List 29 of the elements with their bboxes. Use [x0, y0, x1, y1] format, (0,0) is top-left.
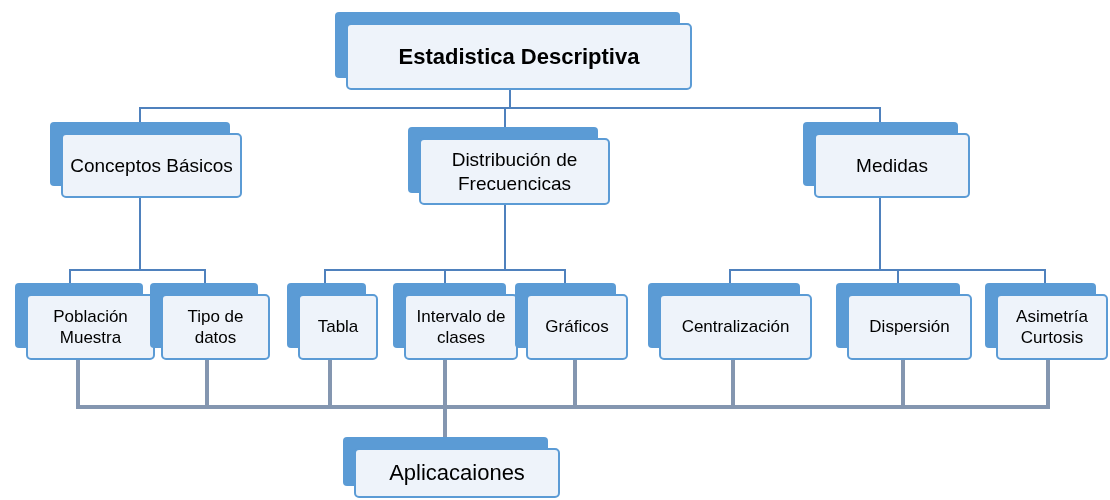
process-box	[15, 283, 155, 360]
box-label: Tipo de datos	[186, 305, 245, 349]
connector-line	[879, 197, 1046, 284]
connector-line	[139, 197, 206, 284]
process-box	[335, 12, 692, 90]
process-box	[836, 283, 972, 360]
connector-line	[504, 204, 566, 284]
process-box	[408, 127, 610, 205]
process-box	[515, 283, 628, 360]
process-box	[50, 122, 242, 198]
box-label: Centralización	[681, 316, 790, 338]
process-box	[985, 283, 1108, 360]
process-box	[648, 283, 812, 360]
box-label: Dispersión	[869, 316, 950, 338]
box-label: Distribución de Frecuencicas	[450, 147, 579, 196]
process-box	[150, 283, 270, 360]
box-label: Conceptos Básicos	[70, 153, 233, 178]
box-label: Estadistica Descriptiva	[398, 42, 640, 71]
process-box	[343, 437, 560, 498]
process-box	[393, 283, 518, 360]
process-box	[287, 283, 378, 360]
box-label: Intervalo de clases	[415, 305, 507, 349]
box-label: Aplicacaiones	[389, 459, 525, 487]
box-label: Población Muestra	[52, 305, 129, 349]
box-label: Medidas	[856, 153, 928, 178]
box-label: Gráficos	[545, 316, 609, 338]
box-label: Tabla	[317, 316, 359, 338]
box-label: Asimetría Curtosis	[1015, 305, 1089, 349]
process-box	[803, 122, 970, 198]
